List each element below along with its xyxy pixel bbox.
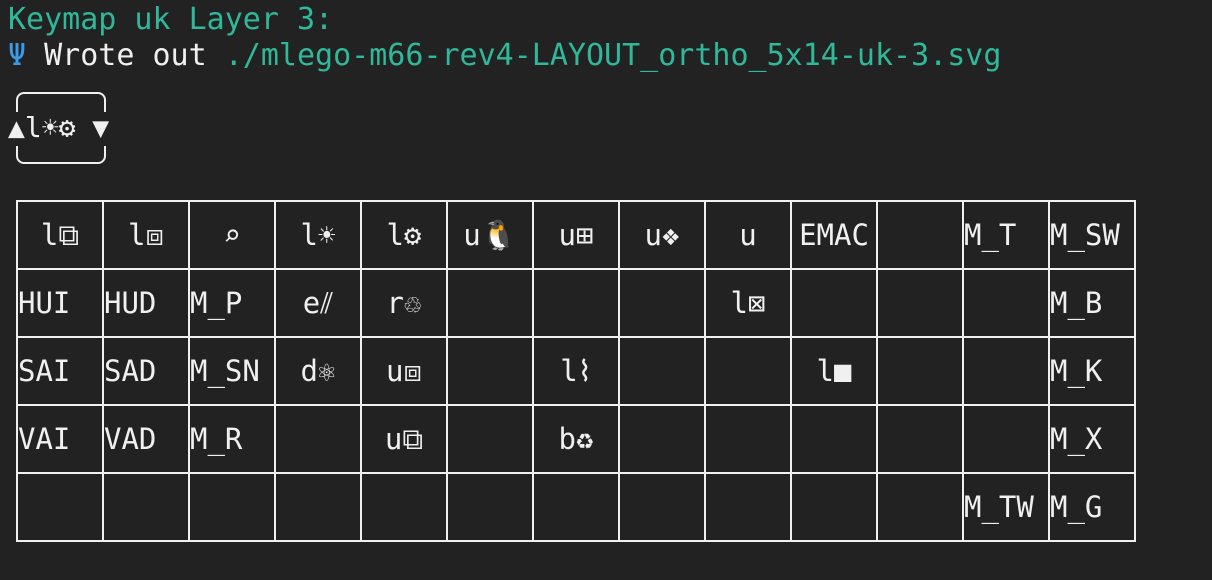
key-cell: M_SW (1048, 200, 1136, 270)
key-cell (876, 472, 964, 542)
key-cell: u⊞ (532, 200, 620, 270)
key-cell: M_SN (188, 336, 276, 406)
key-cell: HUD (102, 268, 190, 338)
terminal-line-title: Keymap uk Layer 3: (8, 2, 334, 37)
key-cell (962, 336, 1050, 406)
key-cell (704, 472, 792, 542)
key-cell (274, 404, 362, 474)
key-cell (790, 472, 878, 542)
key-cell: u⧉ (360, 404, 448, 474)
key-cell (102, 472, 190, 542)
key-cell (790, 268, 878, 338)
keymap-row: l⧉ l⧈ ⌕ l☀ l⚙ u🐧 u⊞ u❖ u EMAC M_T M_SW (16, 200, 1136, 270)
keymap-row: VAI VAD M_R u⧉ b♻ M_X (16, 404, 1136, 474)
key-cell (704, 336, 792, 406)
keymap-grid: l⧉ l⧈ ⌕ l☀ l⚙ u🐧 u⊞ u❖ u EMAC M_T M_SW H… (16, 200, 1136, 542)
key-cell (532, 472, 620, 542)
key-cell (704, 404, 792, 474)
key-cell (618, 472, 706, 542)
key-cell (876, 200, 964, 270)
key-cell: SAD (102, 336, 190, 406)
key-cell (446, 336, 534, 406)
key-cell (790, 404, 878, 474)
key-cell: M_R (188, 404, 276, 474)
key-cell: b♻ (532, 404, 620, 474)
key-cell (446, 268, 534, 338)
key-cell: e⫽ (274, 268, 362, 338)
key-cell: SAI (16, 336, 104, 406)
key-cell: M_B (1048, 268, 1136, 338)
key-cell (532, 268, 620, 338)
key-cell (188, 472, 276, 542)
key-cell: d⚛ (274, 336, 362, 406)
key-cell: VAD (102, 404, 190, 474)
key-cell: u (704, 200, 792, 270)
keymap-row: SAI SAD M_SN d⚛ u⧈ l⌇ l■ M_K (16, 336, 1136, 406)
key-cell (446, 404, 534, 474)
key-cell: l⊠ (704, 268, 792, 338)
key-cell: M_TW (962, 472, 1050, 542)
key-cell: u🐧 (446, 200, 534, 270)
key-cell: r♲ (360, 268, 448, 338)
key-cell: u❖ (618, 200, 706, 270)
key-cell: ⌕ (188, 200, 276, 270)
key-cell: M_P (188, 268, 276, 338)
key-cell: l■ (790, 336, 878, 406)
key-cell: l⌇ (532, 336, 620, 406)
key-cell (962, 268, 1050, 338)
psi-icon: Ψ (8, 38, 27, 73)
key-cell (446, 472, 534, 542)
wrote-out-label: Wrote out (26, 38, 225, 73)
key-cell: M_X (1048, 404, 1136, 474)
key-cell (274, 472, 362, 542)
layer-indicator-text: ▲l☀⚙ ▼ (8, 111, 110, 144)
key-cell: u⧈ (360, 336, 448, 406)
key-cell: l⧉ (16, 200, 104, 270)
layer-indicator-box (14, 92, 112, 164)
keymap-row: M_TW M_G (16, 472, 1136, 542)
key-cell: M_K (1048, 336, 1136, 406)
key-cell (360, 472, 448, 542)
key-cell: l⧈ (102, 200, 190, 270)
key-cell: M_G (1048, 472, 1136, 542)
key-cell: VAI (16, 404, 104, 474)
key-cell (876, 268, 964, 338)
terminal-line-output: Ψ Wrote out ./mlego-m66-rev4-LAYOUT_orth… (8, 38, 1001, 74)
key-cell (16, 472, 104, 542)
key-cell (876, 336, 964, 406)
key-cell (876, 404, 964, 474)
output-file-path: ./mlego-m66-rev4-LAYOUT_ortho_5x14-uk-3.… (224, 38, 1002, 73)
key-cell (618, 404, 706, 474)
keymap-row: HUI HUD M_P e⫽ r♲ l⊠ M_B (16, 268, 1136, 338)
key-cell (618, 336, 706, 406)
key-cell: EMAC (790, 200, 878, 270)
key-cell (618, 268, 706, 338)
key-cell: M_T (962, 200, 1050, 270)
key-cell: l⚙ (360, 200, 448, 270)
key-cell: HUI (16, 268, 104, 338)
key-cell (962, 404, 1050, 474)
key-cell: l☀ (274, 200, 362, 270)
